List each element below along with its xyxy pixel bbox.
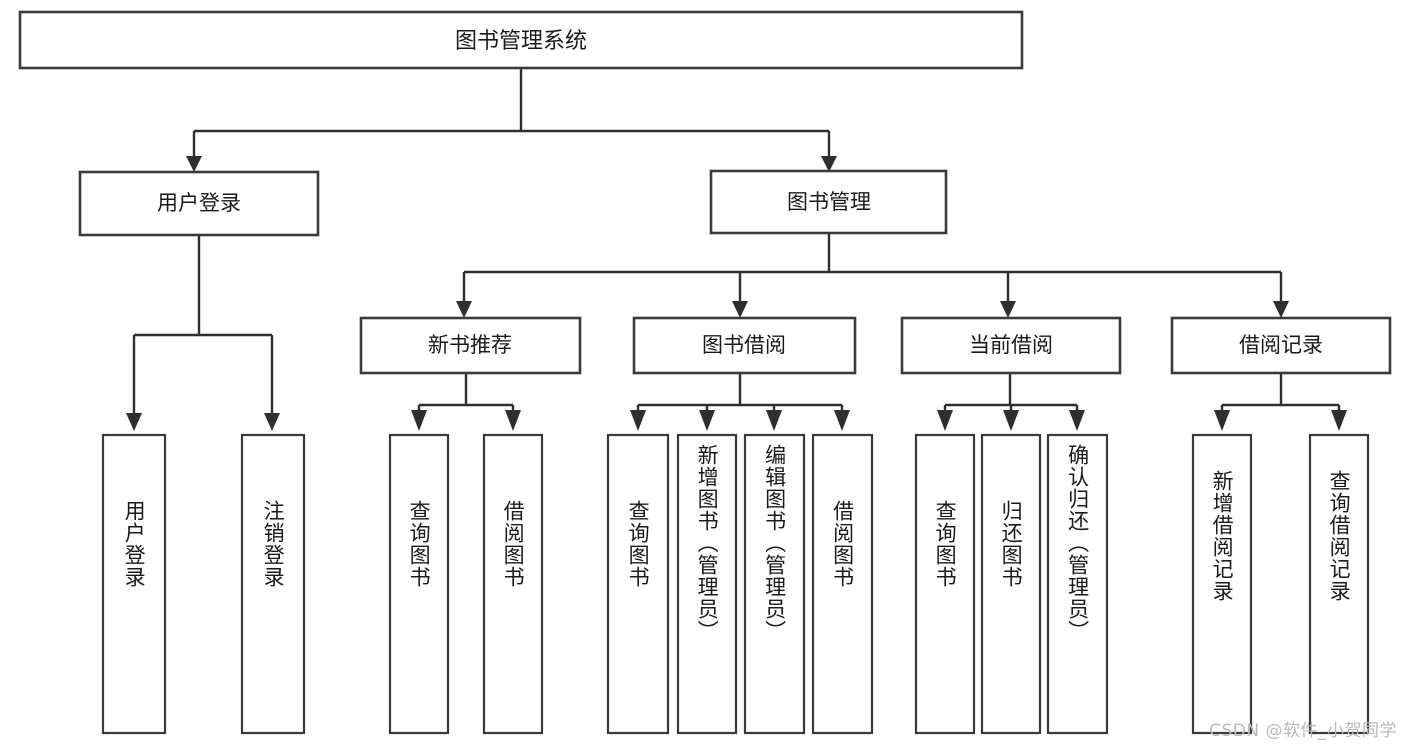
node-leaf-add-book-box[interactable]: [676, 433, 738, 735]
connector-group-borrow-record: [1214, 373, 1347, 431]
node-root[interactable]: 图书管理系统: [18, 10, 1024, 70]
arrow-nbr-child1: [411, 410, 427, 431]
connector-group-book-borrow: [630, 373, 850, 431]
node-leaf-borrow-book-1-box[interactable]: [482, 433, 544, 735]
node-root-box[interactable]: [18, 10, 1024, 70]
arrow-bb-child4: [834, 410, 850, 431]
arrow-root-to-book-manage: [821, 156, 837, 172]
node-new-book-recommend[interactable]: 新书推荐: [359, 316, 582, 375]
connector-group-root: [186, 68, 837, 172]
arrow-bm-to-new-book: [456, 301, 472, 318]
arrow-bm-to-borrow-record: [1273, 301, 1289, 318]
node-leaf-edit-book-box[interactable]: [743, 433, 806, 735]
connector-group-book-manage: [456, 233, 1289, 318]
arrow-br-child2: [1331, 410, 1347, 431]
arrow-cb-child3: [1069, 410, 1085, 431]
node-leaf-query-book-3-box[interactable]: [914, 433, 976, 735]
node-current-borrow-label: 当前借阅: [969, 333, 1053, 357]
arrow-bb-child3: [766, 410, 782, 431]
node-current-borrow-box[interactable]: [900, 316, 1122, 375]
arrow-bb-child1: [630, 410, 646, 431]
connector-group-current-borrow: [937, 373, 1085, 431]
arrow-bb-child2: [699, 410, 715, 431]
arrow-br-child1: [1214, 410, 1230, 431]
arrow-root-to-user-login: [186, 156, 202, 172]
arrow-user-login-child2: [264, 413, 280, 431]
node-leaf-borrow-book-2-box[interactable]: [811, 433, 874, 735]
arrow-nbr-child2: [505, 410, 521, 431]
node-leaf-query-record-box[interactable]: [1308, 433, 1370, 735]
node-book-borrow-label: 图书借阅: [702, 333, 786, 357]
node-user-login-label: 用户登录: [157, 191, 241, 215]
connector-group-user-login: [126, 235, 280, 431]
node-leaf-user-logout-box[interactable]: [240, 433, 306, 735]
node-leaf-confirm-return-box[interactable]: [1046, 433, 1109, 735]
node-leaf-user-login-box[interactable]: [101, 433, 167, 735]
node-root-label: 图书管理系统: [455, 29, 587, 54]
arrow-bm-to-current-borrow: [1000, 301, 1016, 318]
node-new-book-recommend-box[interactable]: [359, 316, 582, 375]
arrow-cb-child1: [937, 410, 953, 431]
node-borrow-record[interactable]: 借阅记录: [1170, 316, 1392, 375]
node-book-manage-label: 图书管理: [787, 190, 871, 214]
node-leaf-query-book-1-box[interactable]: [388, 433, 450, 735]
node-borrow-record-box[interactable]: [1170, 316, 1392, 375]
node-leaf-add-record-box[interactable]: [1191, 433, 1253, 735]
node-book-borrow-box[interactable]: [632, 316, 857, 375]
node-borrow-record-label: 借阅记录: [1239, 333, 1323, 357]
node-book-manage-box[interactable]: [709, 169, 948, 235]
node-leaf-return-book-box[interactable]: [980, 433, 1042, 735]
node-book-manage[interactable]: 图书管理: [709, 169, 948, 235]
node-user-login[interactable]: 用户登录: [78, 170, 320, 237]
arrow-bm-to-book-borrow: [732, 301, 748, 318]
arrow-cb-child2: [1003, 410, 1019, 431]
node-user-login-box[interactable]: [78, 170, 320, 237]
node-book-borrow[interactable]: 图书借阅: [632, 316, 857, 375]
node-leaf-query-book-2-box[interactable]: [606, 433, 670, 735]
node-new-book-recommend-label: 新书推荐: [428, 333, 512, 357]
arrow-user-login-child1: [126, 413, 142, 431]
node-current-borrow[interactable]: 当前借阅: [900, 316, 1122, 375]
connector-group-new-book-recommend: [411, 373, 521, 431]
